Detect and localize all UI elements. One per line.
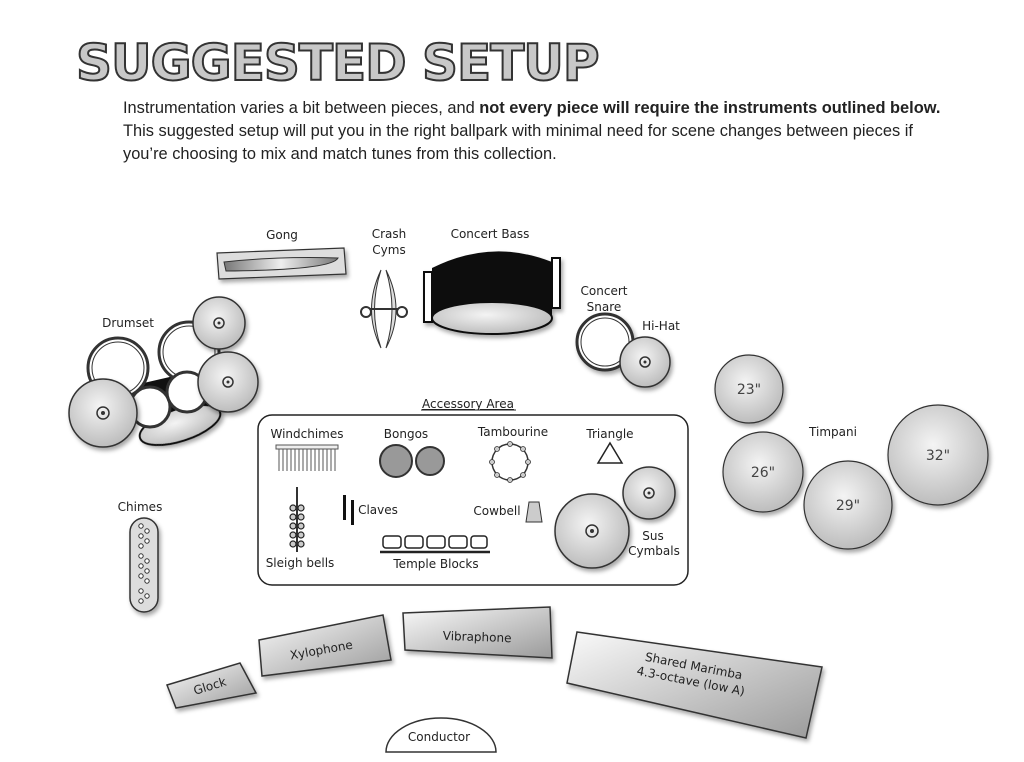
- snare-label-2: Snare: [587, 300, 622, 314]
- hihat-label: Hi-Hat: [642, 319, 680, 333]
- timpani-label: Timpani: [808, 425, 857, 439]
- crash-label-2: Cyms: [372, 243, 405, 257]
- tambourine: [489, 441, 531, 483]
- crash-label-1: Crash: [372, 227, 407, 241]
- timpani-32: 32": [926, 448, 950, 464]
- timpani: [714, 354, 989, 550]
- temple-blocks-label: Temple Blocks: [392, 557, 478, 571]
- sleigh-bells-label: Sleigh bells: [266, 556, 335, 570]
- timpani-23: 23": [737, 382, 761, 398]
- sus-cymbals-label-2: Cymbals: [628, 544, 680, 558]
- intro-paragraph: Instrumentation varies a bit between pie…: [123, 97, 943, 166]
- cowbell: [525, 501, 543, 523]
- xylophone: [258, 614, 392, 677]
- tambourine-label: Tambourine: [477, 425, 548, 439]
- bongo-large: [379, 444, 413, 478]
- page-title: SUGGESTED SETUP: [76, 34, 599, 92]
- intro-bold: not every piece will require the instrum…: [479, 99, 941, 117]
- chimes-label: Chimes: [118, 500, 163, 514]
- glockenspiel: [166, 662, 258, 709]
- chimes: [129, 517, 159, 613]
- timpani-26: 26": [751, 465, 775, 481]
- claves: [343, 495, 354, 525]
- drumset-label: Drumset: [102, 316, 154, 330]
- drumset: [68, 296, 259, 448]
- bongos-label: Bongos: [384, 427, 428, 441]
- accessory-area-label: Accessory Area: [422, 397, 514, 411]
- intro-text-2: This suggested setup will put you in the…: [123, 122, 913, 163]
- conductor-label: Conductor: [408, 730, 470, 744]
- windchimes-label: Windchimes: [270, 427, 343, 441]
- timpani-29: 29": [836, 498, 860, 514]
- concert-bass-label: Concert Bass: [451, 227, 530, 241]
- gong: [216, 247, 347, 280]
- snare-label-1: Concert: [581, 284, 628, 298]
- vibraphone: [402, 606, 553, 659]
- cowbell-label: Cowbell: [473, 504, 520, 518]
- sus-cymbals-label-1: Sus: [642, 529, 663, 543]
- claves-label: Claves: [358, 503, 398, 517]
- conductor-podium: [385, 717, 497, 753]
- intro-text-1: Instrumentation varies a bit between pie…: [123, 99, 480, 117]
- concert-bass-drum: [423, 251, 561, 335]
- sleigh-bells: [289, 487, 305, 552]
- triangle-label: Triangle: [585, 427, 633, 441]
- crash-cymbals: [360, 269, 408, 349]
- bongo-small: [415, 446, 445, 476]
- vibraphone-label: Vibraphone: [443, 629, 512, 645]
- gong-label: Gong: [266, 228, 298, 242]
- windchimes: [275, 444, 339, 471]
- triangle-icon: [596, 441, 624, 464]
- marimba: [566, 631, 823, 739]
- hi-hat: [619, 336, 671, 388]
- temple-blocks: [380, 535, 490, 554]
